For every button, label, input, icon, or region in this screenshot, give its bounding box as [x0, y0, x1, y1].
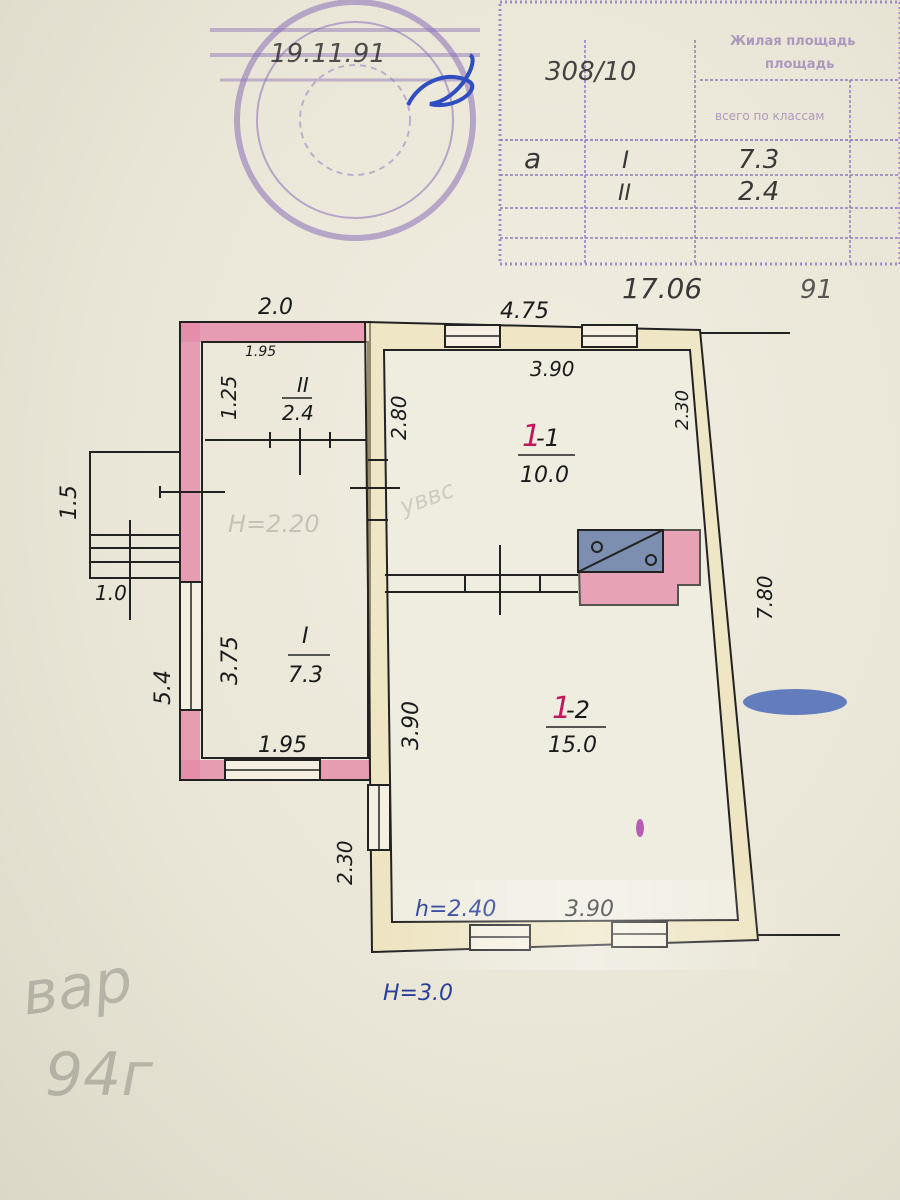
table-header-right: Жилая площадь — [730, 34, 856, 49]
dim-top-left: 2.0 — [258, 295, 293, 320]
entry-door — [367, 784, 391, 851]
footer-year: 91 — [800, 275, 833, 305]
room-1-2-label: 1 -2 15.0 — [546, 691, 606, 758]
margin-note-1: вар — [18, 945, 137, 1030]
door-I-to-1-1 — [350, 459, 400, 521]
table-row-1-room: I — [622, 146, 629, 174]
room-I-label: I 7.3 — [288, 624, 330, 688]
dim-room-II-height: 1.25 — [217, 375, 241, 420]
room-1-1-label: 1 -1 10.0 — [518, 419, 575, 488]
top-windows — [444, 324, 638, 348]
dim-bottom-inner: 3.90 — [565, 897, 614, 922]
table-row-2-area: 2.4 — [738, 177, 779, 207]
porch-steps — [89, 451, 225, 620]
room-II-area: 2.4 — [282, 401, 314, 425]
partition-1-1-1-2 — [385, 545, 578, 615]
room-1-2-number-main: 1 — [552, 691, 571, 726]
signature-mark — [406, 53, 475, 108]
room-II-label: II 2.4 — [282, 373, 314, 425]
room-I-number: I — [302, 624, 309, 649]
footer-date: 17.06 — [622, 272, 702, 305]
margin-note-2: 94г — [45, 1040, 153, 1110]
stamp-number: 308/10 — [545, 57, 636, 87]
left-window — [179, 581, 203, 711]
room-I-area: 7.3 — [288, 663, 323, 688]
dim-top-left-inner: 1.95 — [245, 344, 276, 360]
outer-height-label: H=3.0 — [383, 981, 453, 1006]
registry-table — [498, 0, 900, 266]
dim-room-1-1-height: 2.80 — [387, 395, 411, 440]
stamp-lines — [210, 28, 480, 82]
dim-left-outer: 5.4 — [151, 670, 176, 705]
dim-top-right: 4.75 — [500, 299, 549, 324]
left-wing-walls — [179, 321, 371, 781]
dim-room-1-2-height: 3.90 — [399, 701, 424, 750]
dim-porch-width: 1.0 — [95, 581, 127, 605]
dim-porch-height: 1.5 — [57, 485, 82, 520]
faint-height-label: H=2.20 — [228, 510, 320, 538]
bottom-windows — [469, 921, 668, 951]
inner-height-label: h=2.40 — [415, 897, 496, 922]
dim-room-I-height: 3.75 — [218, 636, 243, 685]
table-row-2-room: II — [618, 181, 631, 206]
dim-entry-height: 2.30 — [333, 840, 357, 885]
room-1-2-number-sub: -2 — [566, 696, 590, 724]
room-I-bottom-window — [224, 759, 321, 781]
room-II-number: II — [297, 373, 309, 397]
ink-dot — [636, 819, 644, 837]
room-1-1-number-sub: -1 — [536, 424, 560, 452]
round-seal — [234, 0, 476, 241]
room-1-1-area: 10.0 — [520, 463, 569, 488]
dim-right-inner: 2.30 — [672, 390, 693, 430]
main-block-walls — [363, 320, 840, 954]
table-row-1-letter: а — [524, 142, 541, 175]
dim-room-I-bottom: 1.95 — [258, 733, 307, 758]
stamp-date: 19.11.91 — [270, 39, 386, 69]
ink-blot — [743, 689, 847, 715]
table-header-sub: всего по классам — [715, 109, 824, 123]
table-row-1-area: 7.3 — [738, 145, 779, 175]
table-header-right-2: площадь — [765, 57, 834, 72]
dim-top-right-inner: 3.90 — [530, 357, 575, 381]
dim-right-outer: 7.80 — [753, 575, 777, 620]
room-1-2-area: 15.0 — [548, 733, 597, 758]
stove — [576, 529, 701, 606]
room-1-1-number-main: 1 — [522, 419, 541, 454]
